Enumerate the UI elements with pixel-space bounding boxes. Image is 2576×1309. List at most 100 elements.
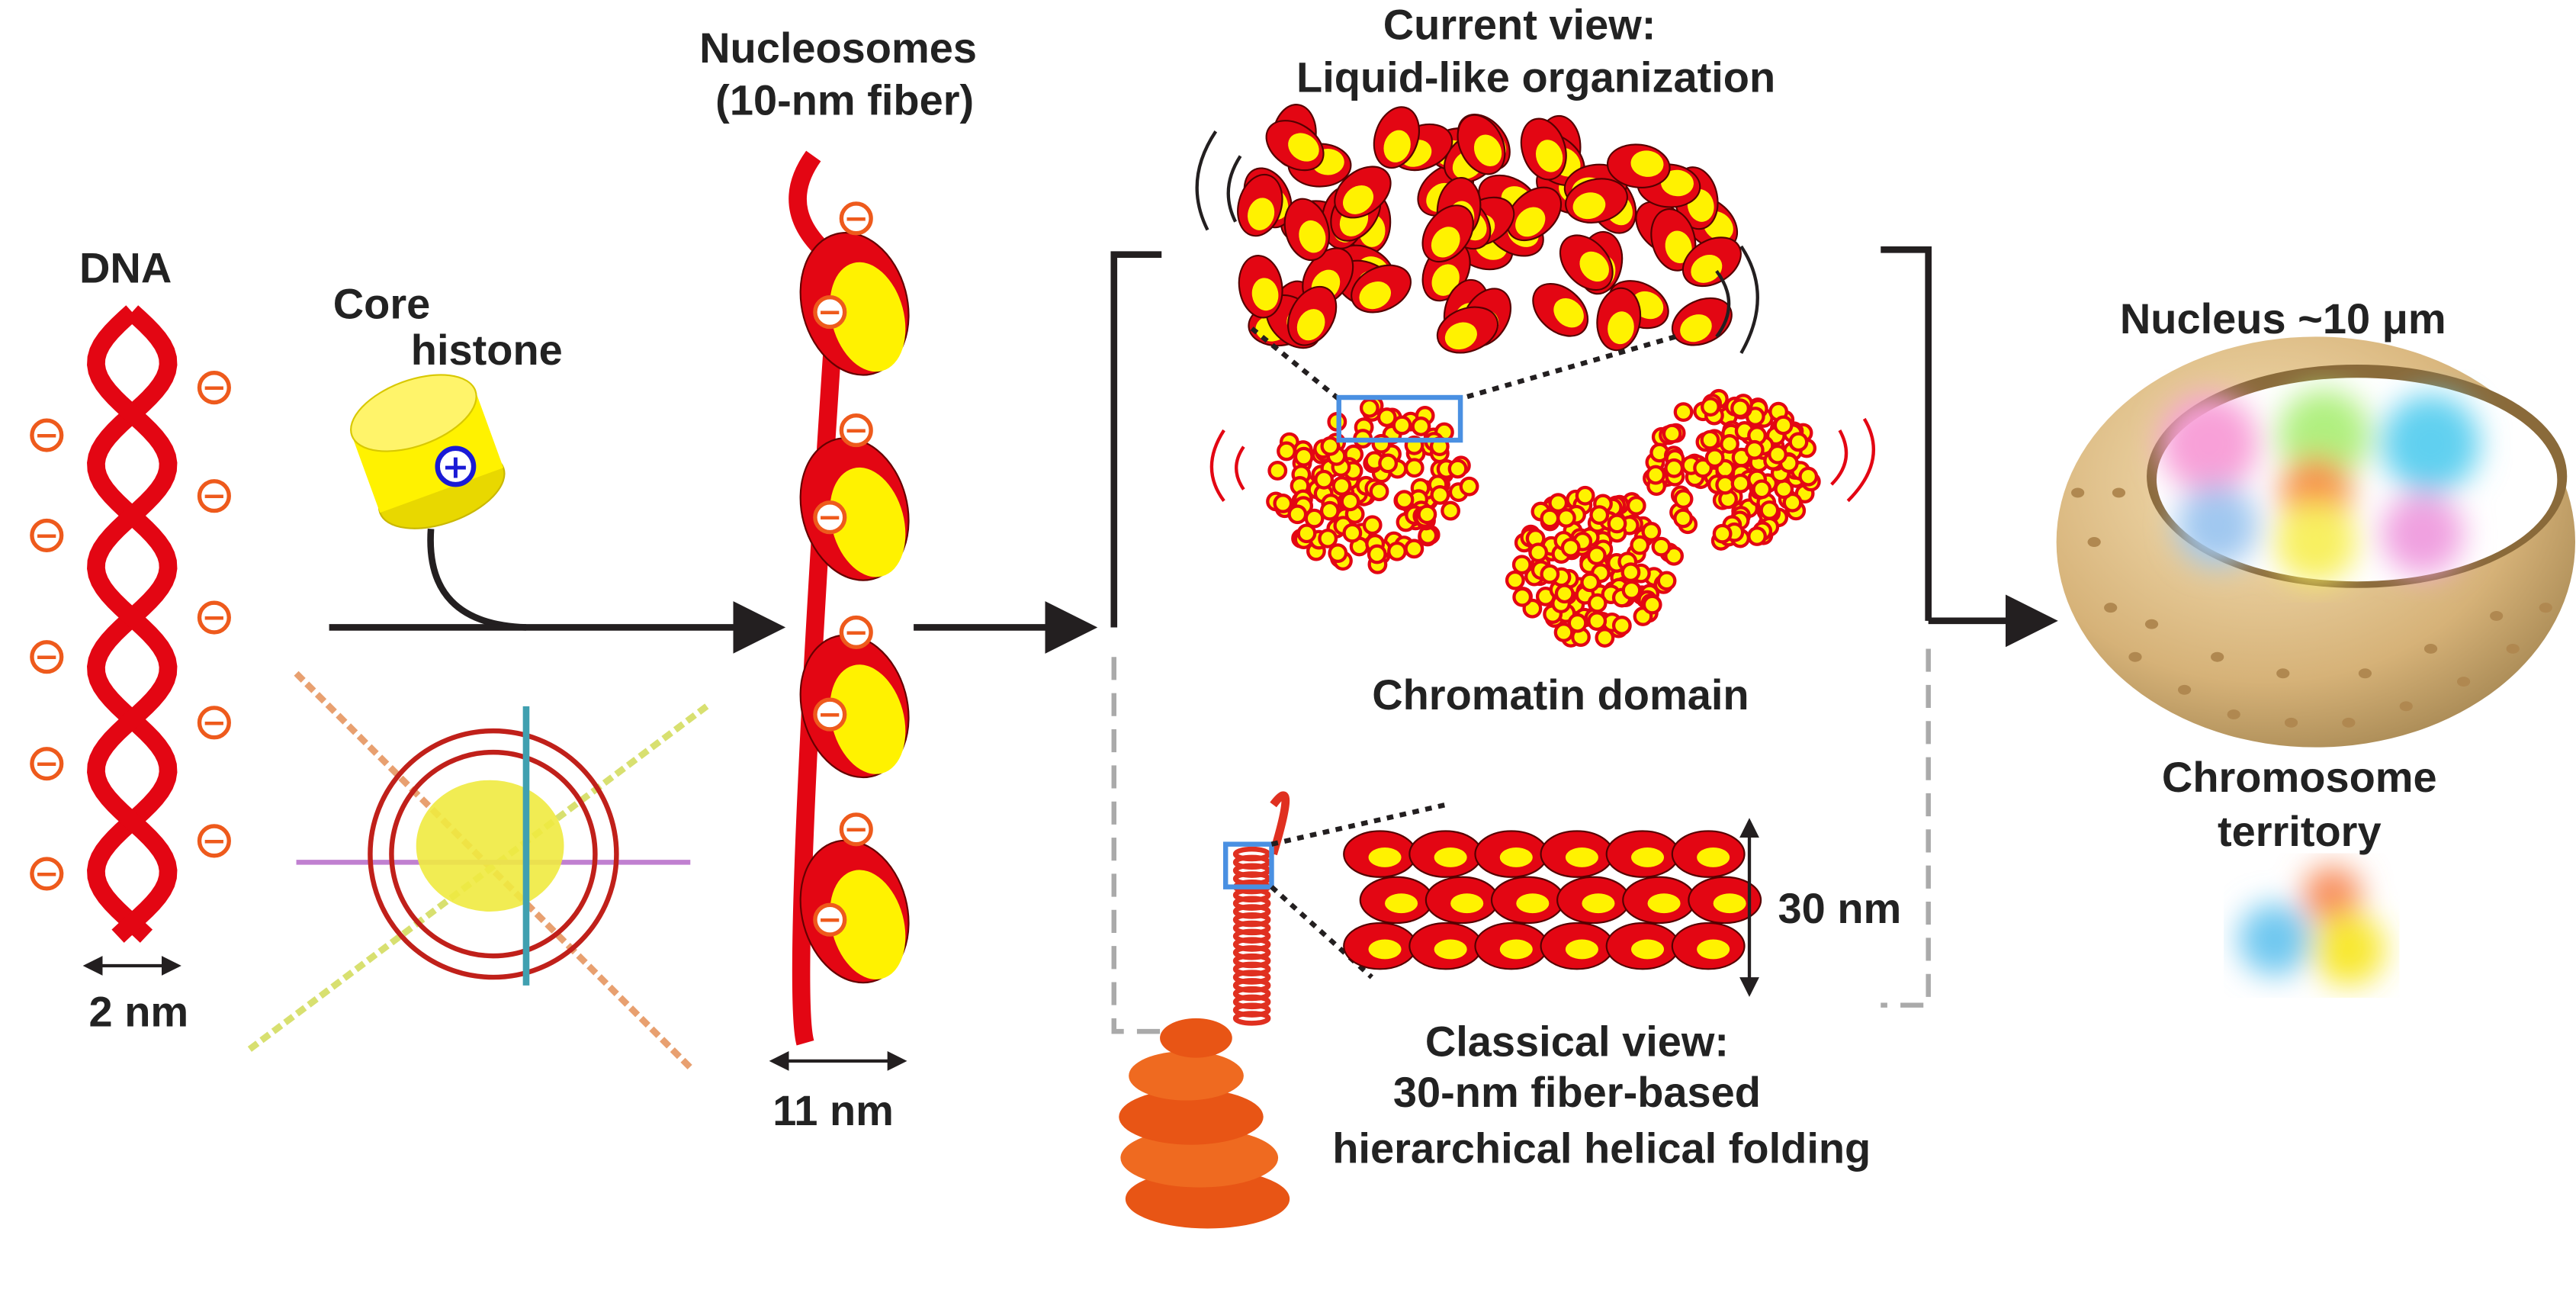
negative-charge-symbol: − (817, 500, 842, 535)
negative-charge-symbol: − (817, 295, 842, 330)
nucleosome-dot (1273, 494, 1293, 513)
negative-charge-icon (197, 479, 231, 513)
nucleosome-dot (1747, 526, 1767, 546)
solenoid-fiber (1119, 791, 1290, 1229)
nucleosome-dot (1782, 492, 1803, 513)
histone-core (1572, 192, 1606, 220)
negative-charge-icon (197, 371, 231, 405)
nucleosome-dot (1768, 444, 1787, 465)
nucleosome-dot (1367, 544, 1387, 564)
nucleosome-dot (1362, 515, 1383, 536)
nucleosome-dot (1607, 513, 1627, 534)
nucleosome-dot (1730, 473, 1751, 494)
nucleosome-dot (1394, 490, 1415, 510)
nucleosome-dot (1293, 446, 1314, 467)
negative-charge-icon (30, 418, 64, 452)
nucleosome-dot (1651, 536, 1672, 557)
nucleosome-dot (1798, 466, 1819, 487)
nucleosome-dot (1673, 489, 1694, 510)
nucleosome-dot (1646, 465, 1666, 485)
histone-core (1647, 893, 1681, 914)
zoom-line (1270, 885, 1373, 979)
fiber-width-label: 30 nm (1778, 884, 1902, 932)
histone-core (1359, 281, 1392, 310)
chromosome-territory-icon (2238, 865, 2385, 986)
dna-double-helix (87, 305, 178, 943)
nuclear-pore (2211, 651, 2224, 662)
histone-core (1535, 140, 1563, 172)
nucleosome-dot (1642, 594, 1662, 615)
negative-charge-symbol: − (844, 201, 869, 236)
negative-charge-icon (197, 706, 231, 740)
left-bracket (1110, 251, 1162, 628)
nuclear-pore (2490, 610, 2504, 621)
nucleosome-dot (1387, 541, 1407, 561)
nucleosome-dot (1586, 545, 1607, 566)
classical-view-label-1: Classical view: (1425, 1017, 1729, 1065)
chromosome-territory-label-1: Chromosome (2162, 753, 2437, 801)
histone-core (1553, 298, 1584, 328)
negative-charge-icon (813, 295, 847, 330)
histone-core (1516, 893, 1550, 914)
left-bracket-dashed (1111, 657, 1162, 1034)
nucleosome-dot (1359, 397, 1380, 418)
histone-core (1579, 251, 1609, 282)
histone-core (1431, 227, 1460, 258)
negative-charge-symbol: − (34, 747, 59, 781)
negative-charge-symbol: − (817, 903, 842, 938)
negative-charge-icon (30, 640, 64, 674)
nuclear-pore (2227, 709, 2240, 720)
zoom-line (1250, 326, 1341, 401)
classical-view-label-3: hierarchical helical folding (1332, 1124, 1871, 1172)
nuclear-pore (2071, 487, 2085, 498)
histone-core (1444, 322, 1477, 350)
nucleosome-dot (1595, 628, 1615, 648)
negative-charge-icon (197, 600, 231, 635)
nucleosome-dot (1411, 416, 1431, 436)
nucleosome-dot (1459, 476, 1479, 497)
nuclear-pore (2358, 668, 2372, 679)
nucleosome-dot (1641, 522, 1662, 542)
histone-core (1697, 847, 1730, 867)
nucleosome-dot (1404, 539, 1425, 559)
negative-charge-symbol: − (844, 413, 869, 448)
negative-charge-icon (839, 201, 873, 236)
nucleosome-dot (1267, 461, 1288, 481)
histone-core (830, 664, 906, 774)
nuclear-pore (2342, 717, 2356, 728)
core-histone-label-1: Core (333, 280, 431, 328)
negative-charge-icon (30, 747, 64, 781)
negative-charge-icon (839, 615, 873, 650)
nuclear-pore (2284, 717, 2298, 728)
nucleosome-dot (1404, 458, 1425, 478)
positive-charge-symbol: + (442, 449, 469, 487)
right-bracket (1881, 246, 1932, 621)
dna-width-label: 2 nm (89, 988, 189, 1036)
histone-core (1608, 311, 1634, 345)
nucleosome-dot (1575, 485, 1595, 506)
negative-charge-symbol: − (844, 812, 869, 847)
nucleosome-dot (1626, 495, 1646, 516)
nucleosome-dot (1700, 429, 1720, 450)
histone-core (1296, 309, 1325, 341)
nucleosome-dot (1320, 436, 1341, 456)
nucleosome-dot (1774, 479, 1794, 500)
histone-core (1660, 169, 1694, 197)
nucleosome-dot (1554, 584, 1575, 604)
core-histone-icon: + (350, 374, 506, 529)
nuclear-pore (2276, 668, 2290, 679)
coil-turn (1232, 1011, 1271, 1026)
nucleosome-crystal-structure (245, 671, 709, 1070)
histone-core (1565, 847, 1598, 867)
nucleosome-dot (1392, 415, 1412, 436)
zoom-line (1458, 334, 1677, 402)
nucleosome-dot (1369, 481, 1389, 502)
thirty-nm-fiber (1343, 830, 1762, 970)
negative-charge-symbol: − (202, 824, 226, 858)
chromosome-territories (2160, 389, 2481, 584)
histone-core (1630, 847, 1665, 867)
dna-negative-charges: −−−−−−−−−− (30, 371, 231, 891)
nucleosome-width-label: 11 nm (772, 1086, 894, 1134)
nucleosome-dot (1441, 500, 1461, 521)
histone-core (1582, 893, 1615, 914)
